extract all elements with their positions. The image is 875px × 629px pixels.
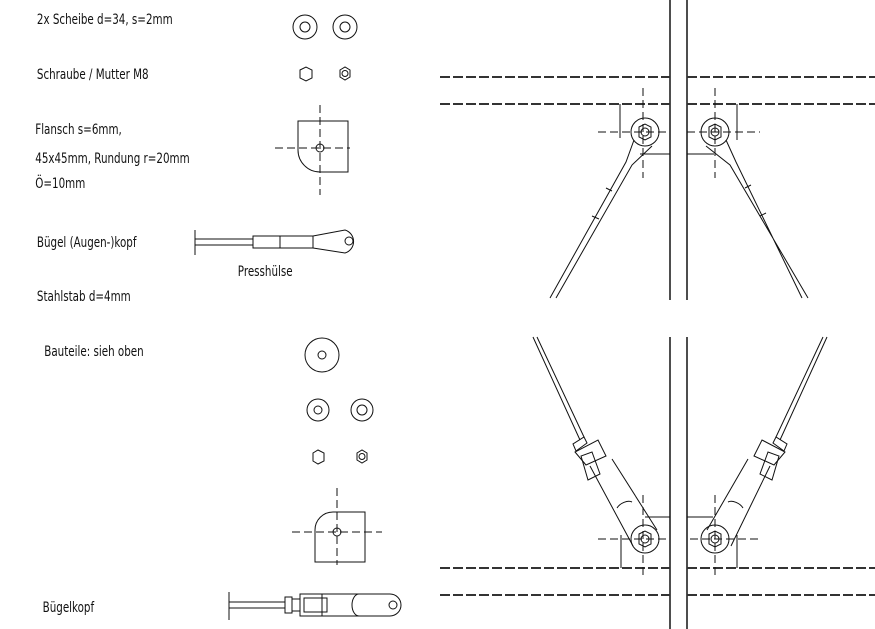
label-press-sleeve: Presshülse [238, 264, 293, 280]
pole [669, 0, 688, 629]
label-flange-1: Flansch s=6mm, [35, 122, 122, 138]
label-steel-rod: Stahlstab d=4mm [37, 289, 131, 305]
label-bolt-nut: Schraube / Mutter M8 [37, 67, 149, 83]
label-eye-head: Bügel (Augen-)kopf [37, 235, 137, 251]
label-parts-see-above: Bauteile: sieh oben [44, 344, 143, 360]
label-flange-2: 45x45mm, Rundung r=20mm [35, 151, 189, 167]
label-clevis-head: Bügelkopf [43, 600, 95, 616]
bottom-beams [440, 567, 875, 596]
eye-head-icon [194, 229, 354, 255]
top-right-joint [687, 88, 809, 299]
label-flange-3: Ö=10mm [35, 174, 85, 193]
washer-icon [292, 14, 358, 40]
bolt-nut-icon-2 [312, 449, 368, 465]
bolt-nut-icon [299, 66, 351, 82]
top-beams [440, 76, 875, 105]
bottom-left-joint [532, 336, 670, 575]
clevis-head-icon [228, 592, 402, 620]
label-washer: 2x Scheibe d=34, s=2mm [37, 12, 173, 28]
parts-labels: 2x Scheibe d=34, s=2mm Schraube / Mutter… [35, 12, 292, 616]
washer-pair-icon [306, 398, 374, 422]
top-left-joint [549, 88, 670, 299]
flange-icon-2 [292, 488, 382, 565]
flange-icon [275, 105, 350, 195]
large-washer-icon [304, 337, 340, 373]
bottom-right-joint [687, 336, 828, 575]
